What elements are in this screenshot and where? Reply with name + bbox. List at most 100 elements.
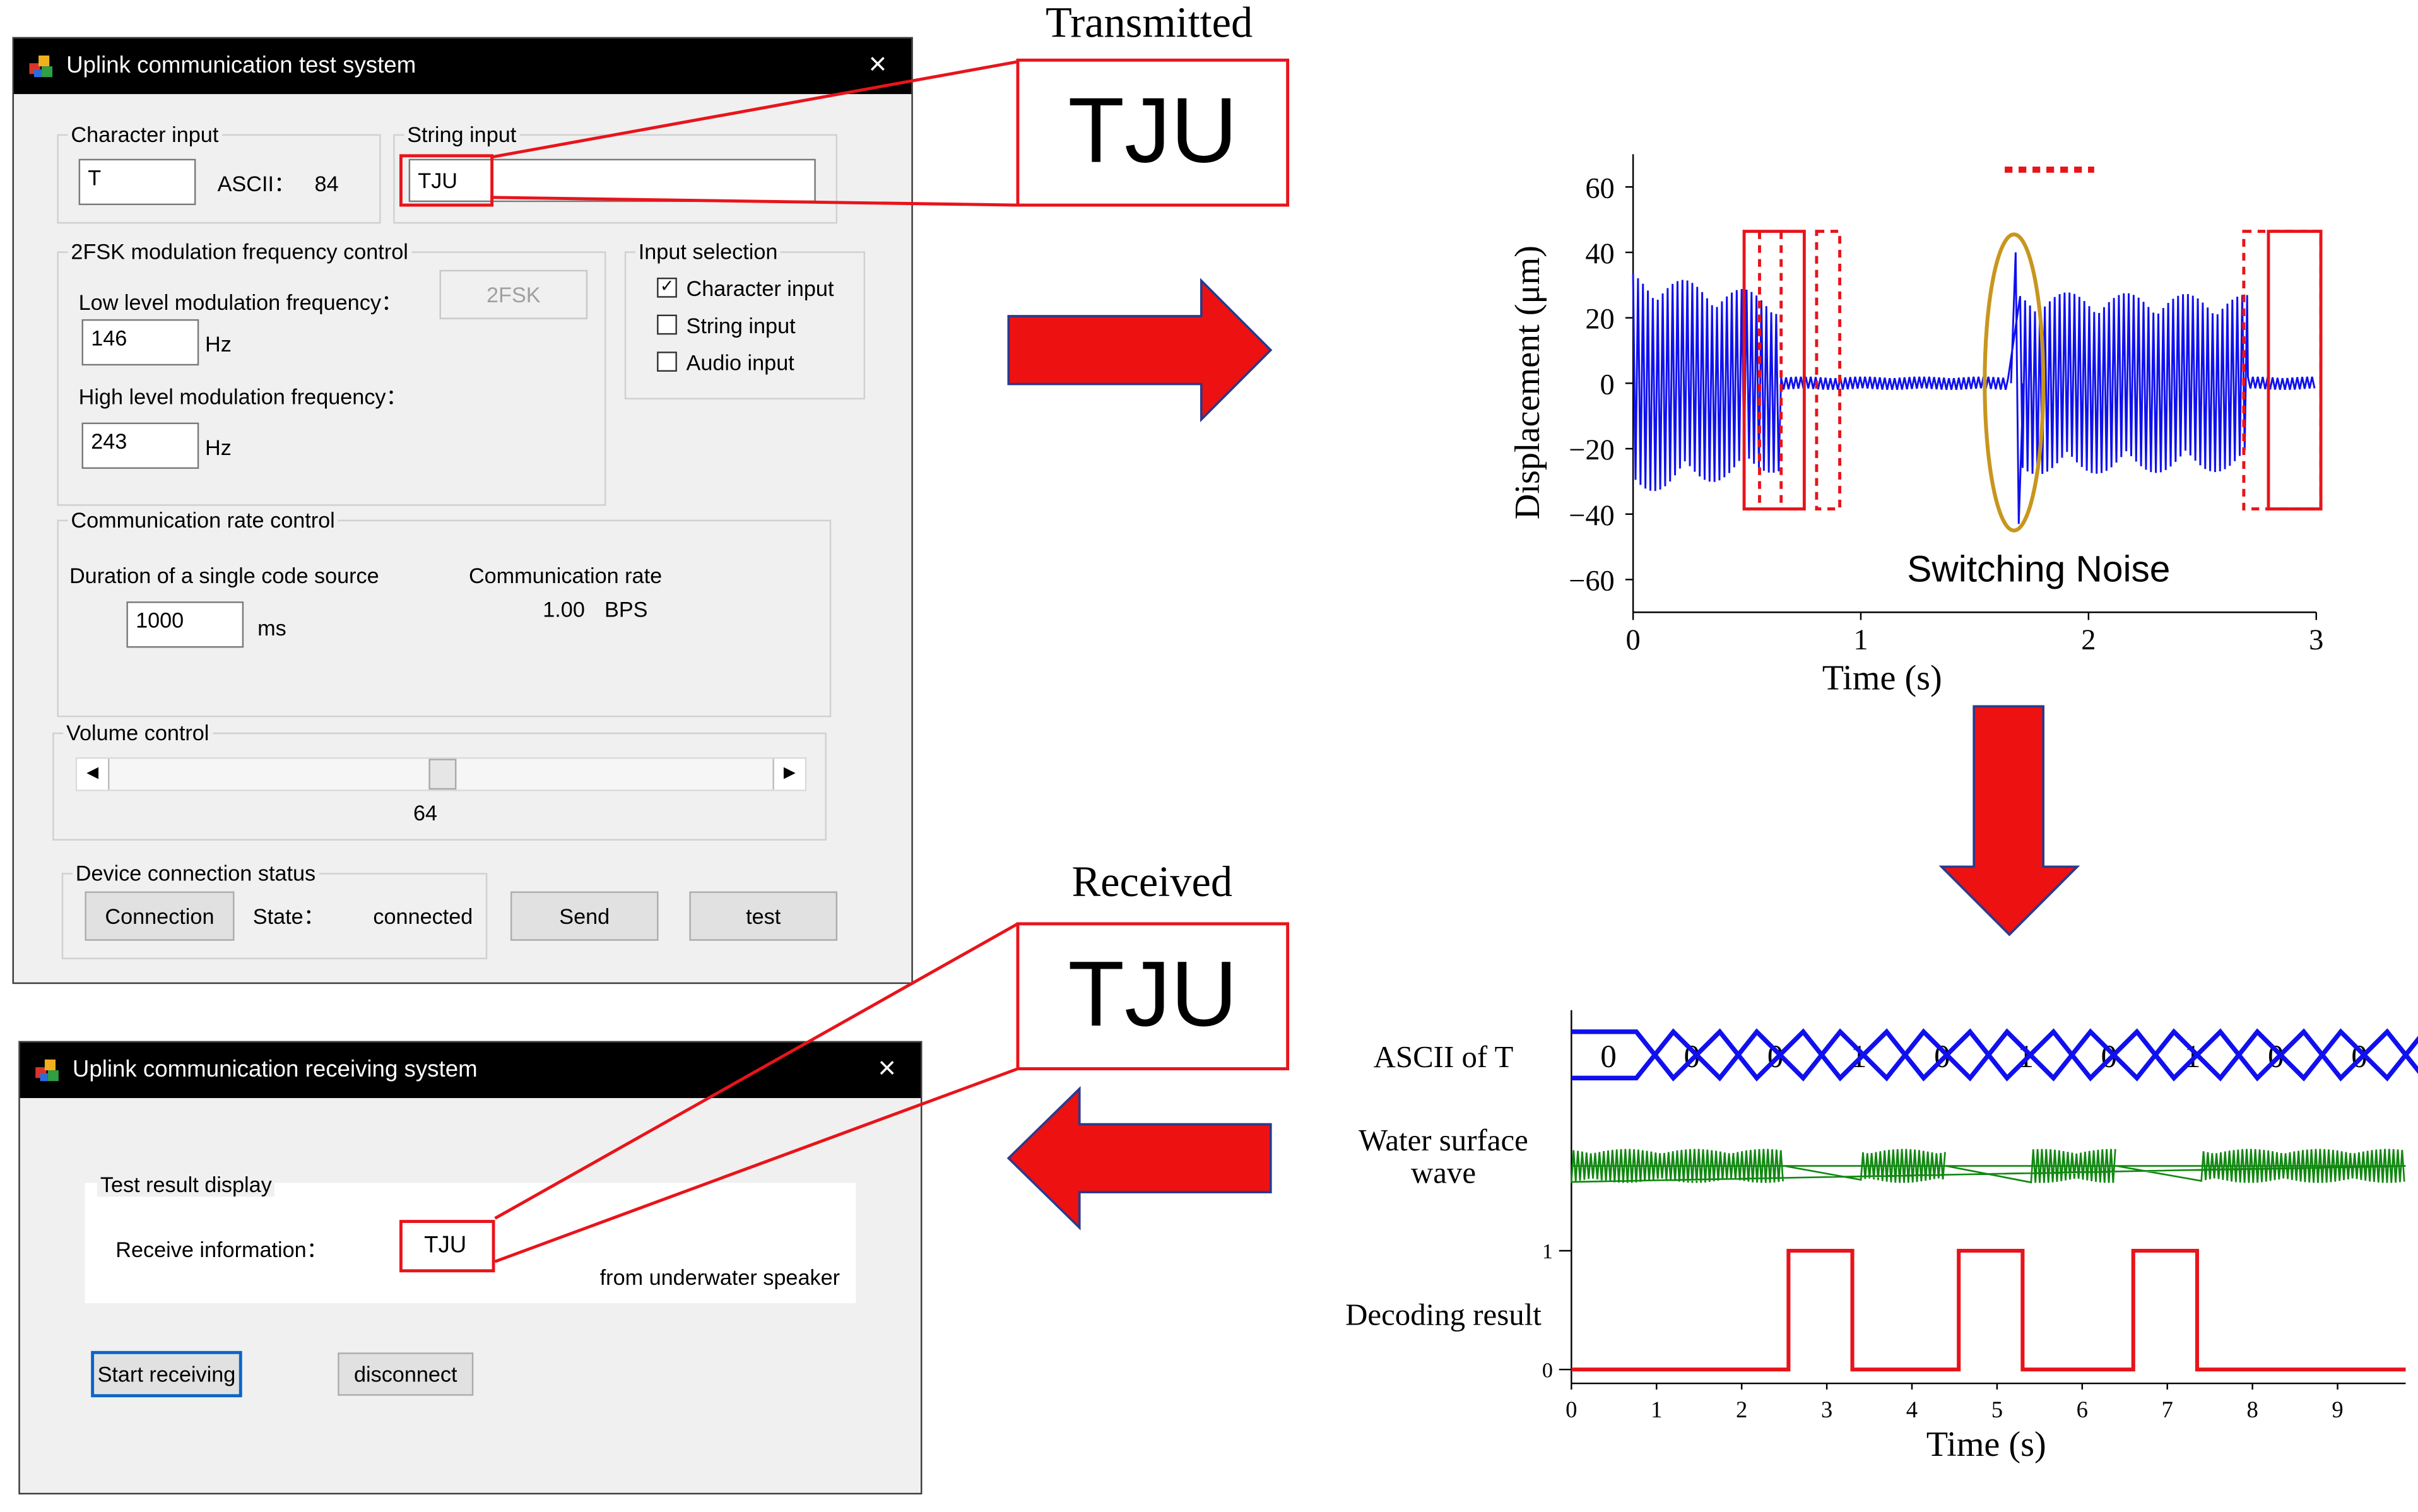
volume-thumb[interactable] — [428, 759, 457, 790]
y-tick-label: 20 — [1585, 304, 1614, 336]
duration-field[interactable]: 1000 — [126, 601, 244, 648]
highlight-dashed-box — [1815, 230, 1842, 511]
receive-label: Receive information： — [115, 1237, 328, 1262]
highlight-box — [1742, 230, 1806, 511]
y-tick-label: 0 — [1600, 369, 1615, 401]
y-tick-label: 40 — [1585, 238, 1614, 270]
close-icon[interactable]: × — [878, 1051, 896, 1086]
audio-input-option: Audio input — [686, 350, 794, 375]
start-receiving-button[interactable]: Start receiving — [91, 1350, 242, 1398]
device-group: Device connection status — [61, 860, 488, 960]
string-input-checkbox[interactable] — [657, 314, 677, 335]
group-label: Communication rate control — [68, 507, 338, 533]
x-tick-label: 0 — [1625, 624, 1640, 656]
state-label: State： — [252, 904, 325, 929]
decode-level-label: 1 — [1542, 1240, 1553, 1263]
result-group-label: Test result display — [97, 1172, 275, 1197]
input-selection-group: Input selection — [624, 239, 866, 399]
row-label-wave: Water surface — [1359, 1123, 1528, 1157]
x-tick-label: 1 — [1853, 624, 1868, 656]
string-input-highlight — [399, 154, 494, 207]
y-tick-label: −60 — [1569, 565, 1615, 597]
string-input-value: TJU — [418, 168, 458, 193]
x-tick-label: 3 — [2309, 624, 2323, 656]
ascii-label: ASCII： — [217, 171, 296, 196]
character-input-field[interactable]: T — [78, 158, 196, 206]
receive-value-box — [399, 1220, 495, 1273]
y-axis-label: Displacement (μm) — [1508, 245, 1547, 519]
arrow-down-icon — [1938, 705, 2080, 936]
scroll-left-button[interactable]: ◀ — [77, 759, 110, 790]
y-tick-label: 60 — [1585, 172, 1614, 204]
character-input-checkbox[interactable]: ✓ — [657, 277, 677, 298]
ascii-value: 84 — [314, 171, 339, 196]
duration-unit: ms — [257, 615, 286, 641]
x-axis-label: Time (s) — [1926, 1425, 2046, 1464]
highlight-box — [2267, 230, 2323, 511]
x-tick-label: 7 — [2162, 1397, 2173, 1422]
connection-button[interactable]: Connection — [85, 891, 235, 941]
title-bar: Uplink communication receiving system × — [20, 1042, 921, 1099]
title-bar: Uplink communication test system × — [13, 38, 912, 95]
receiving-system-window: Uplink communication receiving system × … — [18, 1041, 923, 1495]
low-frequency-field[interactable]: 146 — [81, 319, 199, 366]
y-tick-label: −40 — [1569, 500, 1615, 532]
receive-value: TJU — [424, 1232, 467, 1259]
character-input-option: Character input — [686, 276, 834, 301]
x-tick-label: 2 — [2081, 624, 2096, 656]
group-label: Character input — [68, 122, 222, 147]
hz-unit-low: Hz — [205, 331, 232, 357]
ascii-bit-trace — [1571, 1028, 2418, 1082]
x-tick-label: 4 — [1906, 1397, 1918, 1422]
volume-scrollbar[interactable]: ◀ ▶ — [75, 757, 807, 791]
state-value: connected — [373, 904, 473, 929]
app-icon — [29, 55, 53, 78]
decoding-series — [1571, 1248, 2406, 1372]
test-button[interactable]: test — [689, 891, 838, 941]
displacement-series — [1632, 252, 2316, 524]
arrow-left-icon — [1006, 1086, 1272, 1231]
group-label: 2FSK modulation frequency control — [68, 239, 411, 264]
scroll-right-button[interactable]: ▶ — [772, 759, 805, 790]
hz-unit-high: Hz — [205, 435, 232, 460]
received-title: Received — [1071, 859, 1233, 907]
rate-group: Communication rate control — [57, 507, 832, 718]
ascii-bit-trace — [1571, 1028, 2418, 1082]
ascii-bit-label: 0 — [1600, 1039, 1617, 1075]
x-tick-label: 6 — [2077, 1397, 2088, 1422]
window-title: Uplink communication receiving system — [72, 1056, 478, 1083]
switching-noise-ellipse — [1983, 232, 2046, 533]
high-frequency-field[interactable]: 243 — [81, 422, 199, 469]
group-label: Device connection status — [72, 860, 319, 885]
row-label-wave: wave — [1411, 1155, 1476, 1190]
disconnect-button[interactable]: disconnect — [338, 1352, 474, 1396]
source-note: from underwater speaker — [599, 1264, 840, 1290]
transmitted-title: Transmitted — [1045, 0, 1253, 48]
send-button[interactable]: Send — [510, 891, 659, 941]
x-tick-label: 8 — [2246, 1397, 2258, 1422]
fsk-group: 2FSK modulation frequency control — [57, 239, 606, 506]
x-tick-label: 1 — [1651, 1397, 1662, 1422]
row-label-decode: Decoding result — [1345, 1297, 1542, 1332]
high-frequency-label: High level modulation frequency： — [78, 384, 408, 409]
group-label: Volume control — [63, 720, 213, 745]
fsk-button[interactable]: 2FSK — [439, 269, 588, 319]
annotation-label: Switching Noise — [1907, 548, 2170, 589]
audio-input-checkbox[interactable] — [657, 351, 677, 372]
decode-level-label: 0 — [1542, 1359, 1553, 1382]
x-axis-label: Time (s) — [1822, 658, 1942, 697]
test-system-window: Uplink communication test system × Chara… — [12, 37, 913, 984]
low-frequency-label: Low level modulation frequency： — [78, 290, 403, 315]
close-icon[interactable]: × — [868, 47, 887, 82]
x-tick-label: 0 — [1566, 1397, 1577, 1422]
x-tick-label: 5 — [1991, 1397, 2003, 1422]
x-tick-label: 9 — [2332, 1397, 2343, 1422]
rate-value: 1.00 — [543, 596, 585, 622]
group-label: String input — [404, 122, 520, 147]
x-tick-label: 2 — [1736, 1397, 1747, 1422]
app-icon — [35, 1059, 59, 1082]
volume-group: Volume control — [52, 720, 827, 841]
string-input-option: String input — [686, 313, 796, 338]
rate-label: Communication rate — [468, 563, 663, 588]
